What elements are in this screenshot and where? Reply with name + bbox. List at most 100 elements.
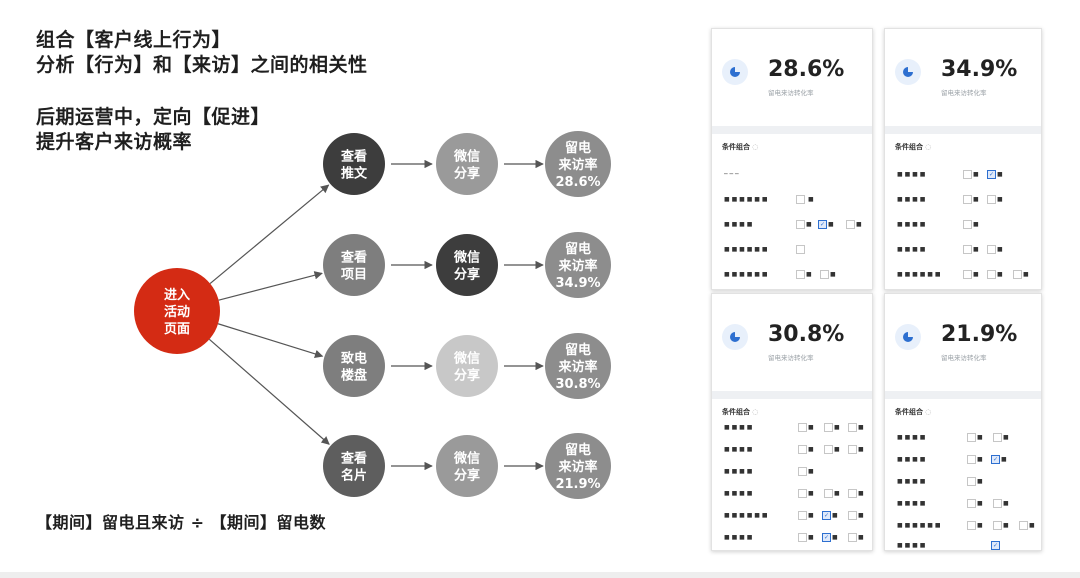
filter-checkbox[interactable] xyxy=(796,195,805,204)
filter-row: ■ ■ ■ ■■ xyxy=(724,467,814,476)
result-node-circle xyxy=(545,333,611,399)
report-panel-2: 34.9% 留电来访转化率 条件组合 ■ ■ ■ ■■✓■ ■ ■ ■ ■■ ■ … xyxy=(884,28,1042,290)
panel-section-title: 条件组合 xyxy=(722,142,758,152)
result-node-label: 留电 xyxy=(565,342,591,358)
panel-percentage: 34.9% xyxy=(941,57,1018,82)
panel-section-title: 条件组合 xyxy=(895,142,931,152)
headline-line-2: 分析【行为】和【来访】之间的相关性 xyxy=(36,54,368,76)
filter-checkbox[interactable] xyxy=(798,467,807,476)
flow-arrow xyxy=(209,184,330,284)
filter-checkbox[interactable] xyxy=(848,511,857,520)
start-node-circle xyxy=(134,268,220,354)
report-logo-icon xyxy=(895,324,921,350)
panel-section-title: 条件组合 xyxy=(895,407,931,417)
filter-checkbox[interactable] xyxy=(987,245,996,254)
panel-divider xyxy=(712,126,872,134)
filter-row: ■ ■ ■ ■■■■ xyxy=(724,445,864,454)
share-node-label: 分享 xyxy=(454,267,480,283)
panel-percentage: 30.8% xyxy=(768,322,845,347)
filter-row: ■ ■ ■ ■■■■ xyxy=(724,423,864,432)
filter-checkbox[interactable] xyxy=(820,270,829,279)
filter-checkbox[interactable] xyxy=(846,220,855,229)
filter-row: ■ ■ ■ ■■✓■ xyxy=(897,455,1007,464)
filter-checkbox[interactable] xyxy=(796,270,805,279)
filter-row: ─ ─ ─ xyxy=(724,171,739,178)
action-node-circle xyxy=(323,133,385,195)
filter-row: ■ ■ ■ ■ ■ ■■✓■■ xyxy=(724,511,864,520)
filter-row: ■ ■ ■ ■■✓■ xyxy=(897,170,1003,179)
filter-checkbox[interactable] xyxy=(967,521,976,530)
result-node-label: 30.8% xyxy=(555,377,600,392)
panel-header: 34.9% 留电来访转化率 xyxy=(885,29,1041,127)
panel-subtitle: 留电来访转化率 xyxy=(768,89,814,97)
filter-checkbox[interactable] xyxy=(993,499,1002,508)
filter-checkbox[interactable]: ✓ xyxy=(822,511,831,520)
share-node-circle xyxy=(436,335,498,397)
filter-checkbox[interactable] xyxy=(798,445,807,454)
panel-header: 21.9% 留电来访转化率 xyxy=(885,294,1041,392)
filter-checkbox[interactable] xyxy=(993,521,1002,530)
bottom-strip xyxy=(0,572,1080,578)
headline-line-1: 组合【客户线上行为】 xyxy=(36,29,232,51)
filter-checkbox[interactable] xyxy=(1019,521,1028,530)
filter-checkbox[interactable] xyxy=(967,455,976,464)
panel-header: 30.8% 留电来访转化率 xyxy=(712,294,872,392)
filter-checkbox[interactable] xyxy=(963,220,972,229)
filter-checkbox[interactable]: ✓ xyxy=(818,220,827,229)
filter-checkbox[interactable] xyxy=(963,245,972,254)
filter-checkbox[interactable] xyxy=(848,489,857,498)
report-panel-4: 21.9% 留电来访转化率 条件组合 ■ ■ ■ ■■■ ■ ■ ■ ■■✓■ … xyxy=(884,293,1042,551)
report-logo-icon xyxy=(895,59,921,85)
filter-row: ■ ■ ■ ■■ xyxy=(897,477,983,486)
filter-checkbox[interactable] xyxy=(824,445,833,454)
share-node-label: 微信 xyxy=(453,149,480,165)
panel-subtitle: 留电来访转化率 xyxy=(941,354,987,362)
filter-row: ■ ■ ■ ■ ■ ■■■■ xyxy=(897,270,1029,279)
filter-checkbox[interactable] xyxy=(967,433,976,442)
flow-arrow xyxy=(217,323,324,358)
panel-subtitle: 留电来访转化率 xyxy=(768,354,814,362)
filter-checkbox[interactable] xyxy=(798,423,807,432)
filter-checkbox[interactable] xyxy=(967,477,976,486)
filter-checkbox[interactable] xyxy=(987,270,996,279)
action-node-label: 查看 xyxy=(340,250,367,266)
filter-checkbox[interactable] xyxy=(848,423,857,432)
panel-divider xyxy=(885,126,1041,134)
filter-checkbox[interactable] xyxy=(1013,270,1022,279)
filter-checkbox[interactable] xyxy=(963,270,972,279)
filter-checkbox[interactable] xyxy=(848,445,857,454)
report-panel-3: 30.8% 留电来访转化率 条件组合 ■ ■ ■ ■■■■ ■ ■ ■ ■■■■… xyxy=(711,293,873,551)
result-node-label: 28.6% xyxy=(555,175,600,190)
filter-checkbox[interactable] xyxy=(848,533,857,542)
filter-checkbox[interactable] xyxy=(798,489,807,498)
filter-checkbox[interactable] xyxy=(963,170,972,179)
filter-checkbox[interactable] xyxy=(967,499,976,508)
filter-checkbox[interactable] xyxy=(963,195,972,204)
filter-row: ■ ■ ■ ■■ xyxy=(897,220,979,229)
filter-checkbox[interactable]: ✓ xyxy=(991,541,1000,550)
filter-checkbox[interactable] xyxy=(798,511,807,520)
filter-checkbox[interactable] xyxy=(824,489,833,498)
result-node-label: 21.9% xyxy=(555,477,600,492)
filter-checkbox[interactable] xyxy=(824,423,833,432)
filter-checkbox[interactable] xyxy=(796,220,805,229)
panel-percentage: 28.6% xyxy=(768,57,845,82)
filter-row: ■ ■ ■ ■■■ xyxy=(897,245,1003,254)
filter-row: ■ ■ ■ ■ ■ ■■■ xyxy=(724,270,836,279)
filter-checkbox[interactable] xyxy=(798,533,807,542)
start-node-label: 进入 xyxy=(164,288,190,303)
share-node-circle xyxy=(436,435,498,497)
panel-header: 28.6% 留电来访转化率 xyxy=(712,29,872,127)
filter-checkbox[interactable]: ✓ xyxy=(822,533,831,542)
filter-checkbox[interactable] xyxy=(993,433,1002,442)
filter-checkbox[interactable]: ✓ xyxy=(991,455,1000,464)
filter-row: ■ ■ ■ ■■✓■■ xyxy=(724,220,862,229)
filter-checkbox[interactable] xyxy=(987,195,996,204)
filter-checkbox[interactable]: ✓ xyxy=(987,170,996,179)
filter-checkbox[interactable] xyxy=(796,245,805,254)
